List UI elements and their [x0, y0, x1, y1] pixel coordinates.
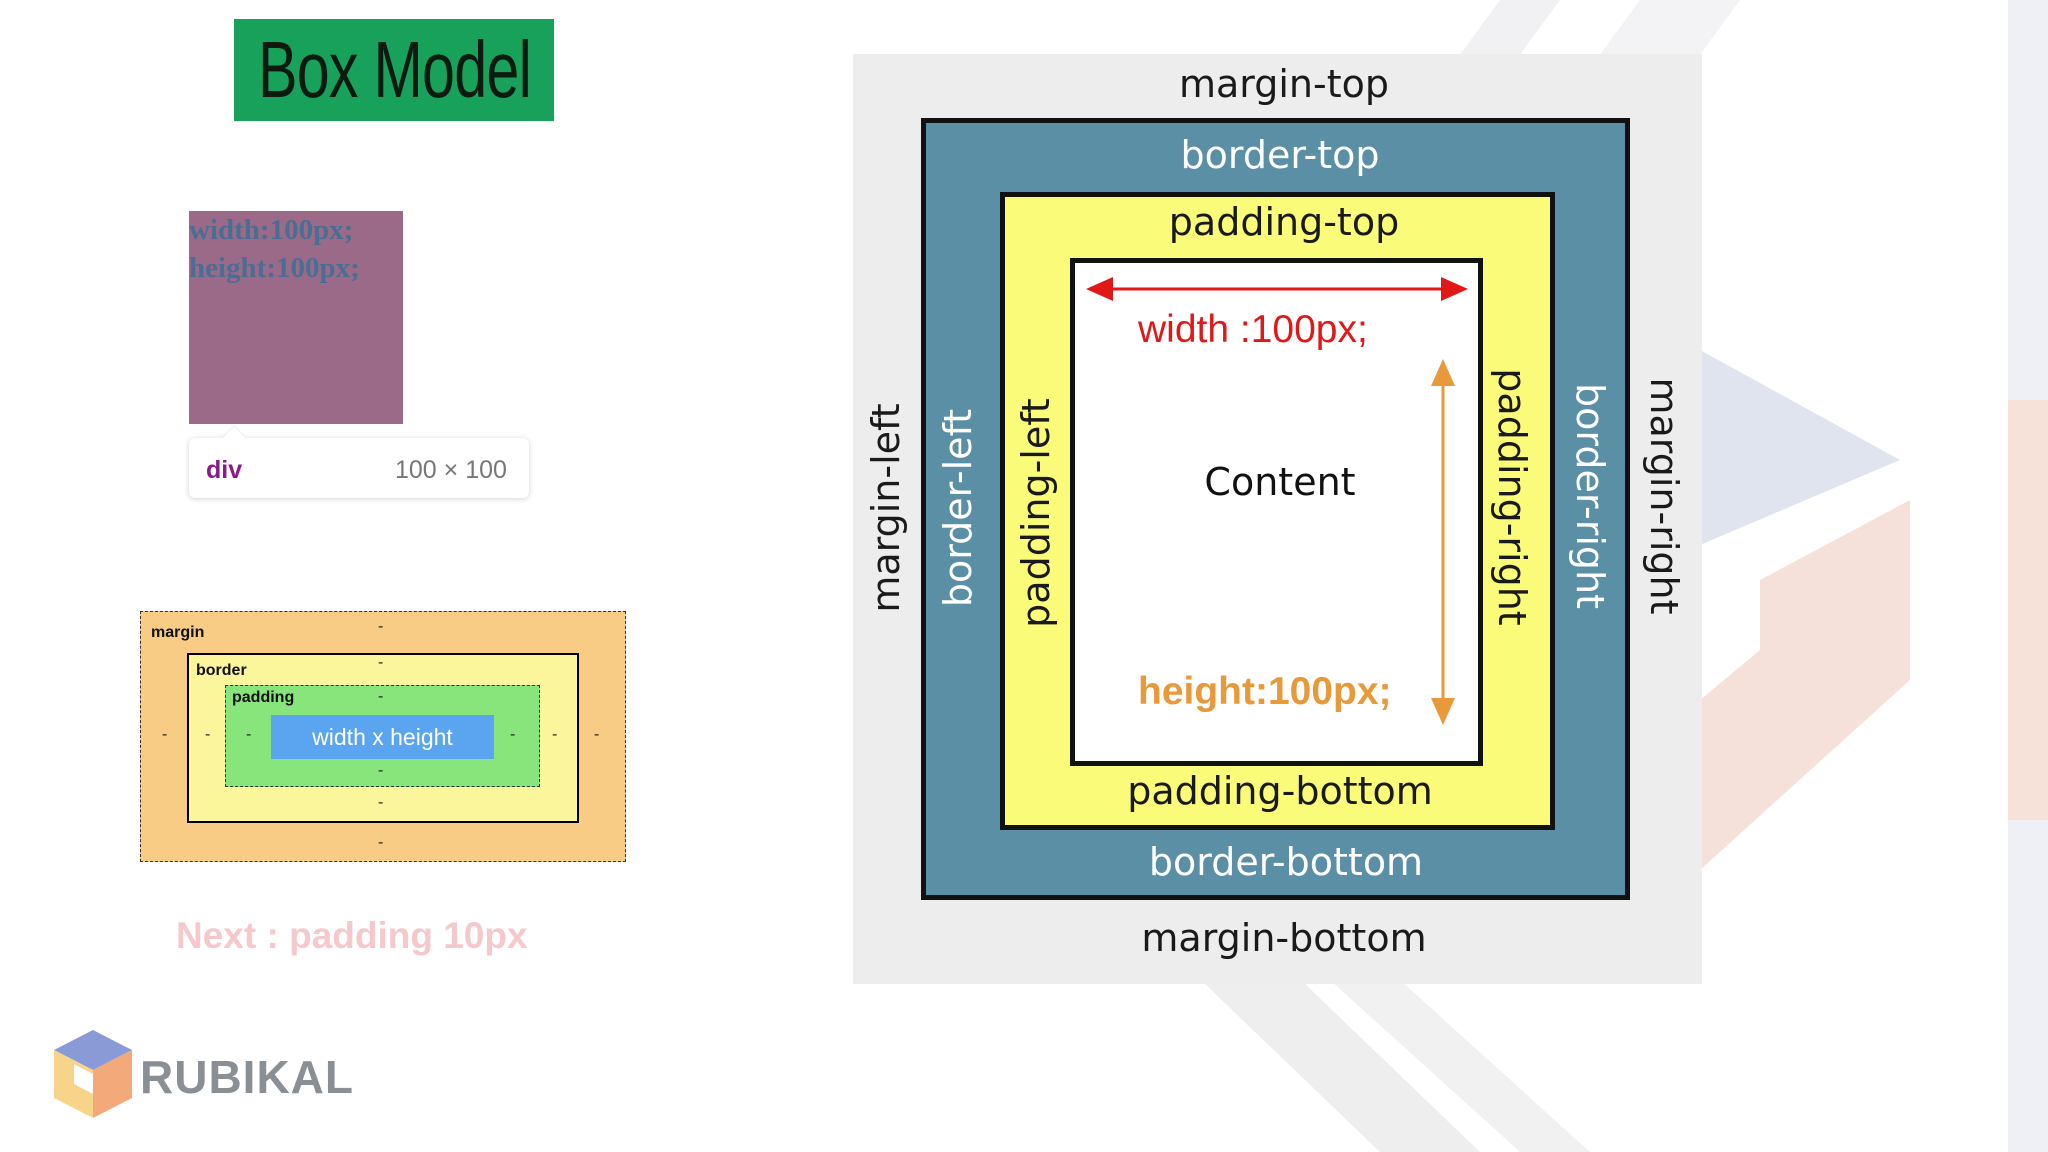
- devtools-margin-label: margin: [151, 624, 205, 641]
- preview-width-line: width:100px;: [189, 214, 354, 246]
- border-bottom-label: border-bottom: [1148, 840, 1424, 884]
- padding-top-label: padding-top: [1168, 200, 1400, 244]
- element-tooltip: [189, 438, 529, 498]
- devtools-padding-left-value: -: [246, 726, 252, 743]
- next-topic-text: Next : padding 10px: [176, 915, 528, 956]
- devtools-padding-bottom-value: -: [378, 762, 384, 779]
- rubikal-logo-icon: [54, 1030, 132, 1118]
- border-top-label: border-top: [1180, 133, 1380, 177]
- devtools-border-label: border: [196, 662, 247, 679]
- devtools-border-right-value: -: [552, 726, 558, 743]
- rubikal-logo-text: RUBIKAL: [140, 1051, 354, 1103]
- devtools-margin-right-value: -: [594, 726, 600, 743]
- tooltip-dimensions: 100 × 100: [395, 456, 507, 484]
- div-preview-box: width:100px; height:100px;: [189, 211, 403, 424]
- content-label: Content: [1204, 460, 1356, 504]
- devtools-margin-bottom-value: -: [378, 834, 384, 851]
- content-area: [1070, 258, 1483, 766]
- devtools-margin-left-value: -: [162, 726, 168, 743]
- title-banner: Box Model: [234, 19, 554, 121]
- devtools-margin-top-value: -: [378, 618, 384, 635]
- height-value-label: height:100px;: [1138, 670, 1392, 713]
- devtools-border-bottom-value: -: [378, 794, 384, 811]
- tooltip-tag-name: div: [206, 456, 243, 484]
- devtools-content-box: width x height: [271, 715, 494, 759]
- devtools-border-top-value: -: [378, 654, 384, 671]
- padding-bottom-label: padding-bottom: [1127, 769, 1433, 813]
- margin-bottom-label: margin-bottom: [1141, 916, 1427, 960]
- preview-height-line: height:100px;: [189, 252, 360, 284]
- devtools-padding-label: padding: [232, 689, 295, 706]
- devtools-border-left-value: -: [205, 726, 211, 743]
- page-title: Box Model: [257, 25, 531, 114]
- devtools-padding-top-value: -: [378, 688, 384, 705]
- devtools-content-label: width x height: [312, 723, 453, 750]
- width-value-label: width :100px;: [1138, 308, 1368, 351]
- margin-top-label: margin-top: [1178, 62, 1390, 106]
- devtools-padding-right-value: -: [510, 726, 516, 743]
